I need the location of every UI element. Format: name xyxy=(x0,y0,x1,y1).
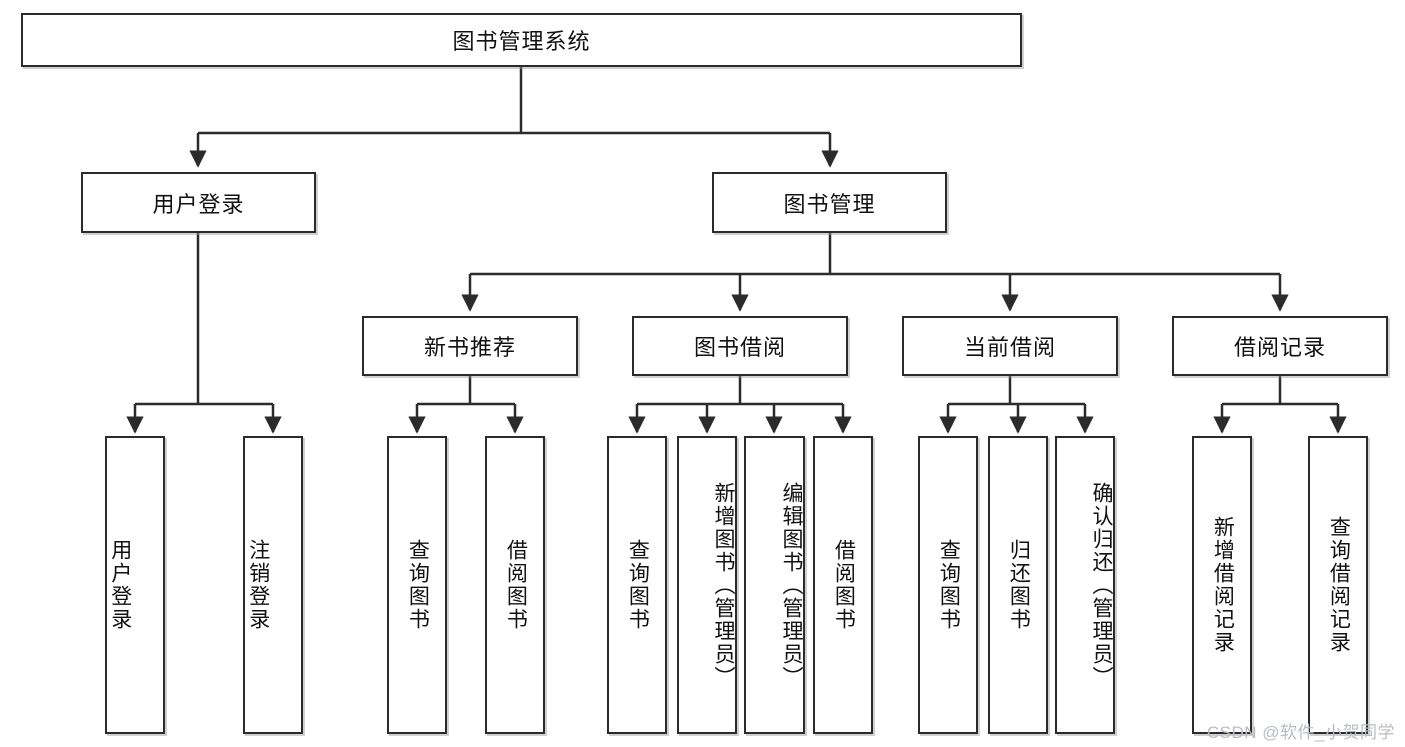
leaf-query-record-label: 查询借阅记录 xyxy=(1327,516,1351,654)
leaf-add-record[interactable]: 新增借阅记录 xyxy=(1192,436,1252,734)
leaf-confirm-return[interactable]: 确认归还（管理员） xyxy=(1055,436,1115,734)
leaf-query-record[interactable]: 查询借阅记录 xyxy=(1308,436,1368,734)
watermark-text: CSDN @软件_小贺同学 xyxy=(1206,723,1395,742)
leaf-query-book-1[interactable]: 查询图书 xyxy=(387,436,447,734)
leaf-edit-book[interactable]: 编辑图书（管理员） xyxy=(744,436,805,734)
node-borrow-record[interactable]: 借阅记录 xyxy=(1172,316,1388,376)
leaf-query-book-1-label: 查询图书 xyxy=(406,539,430,631)
leaf-add-record-label: 新增借阅记录 xyxy=(1211,516,1235,654)
node-book-borrow-label: 图书借阅 xyxy=(693,335,786,360)
leaf-query-book-3[interactable]: 查询图书 xyxy=(918,436,978,734)
node-current-borrow-label: 当前借阅 xyxy=(963,335,1056,360)
leaf-borrow-book-2[interactable]: 借阅图书 xyxy=(813,436,873,734)
node-user-login[interactable]: 用户登录 xyxy=(81,172,316,233)
node-book-management[interactable]: 图书管理 xyxy=(712,172,947,233)
node-new-book-recommend[interactable]: 新书推荐 xyxy=(362,316,578,376)
leaf-add-book[interactable]: 新增图书（管理员） xyxy=(677,436,737,734)
leaf-user-login-label: 用户登录 xyxy=(108,539,132,631)
node-user-login-label: 用户登录 xyxy=(152,191,245,217)
leaf-borrow-book-2-label: 借阅图书 xyxy=(832,539,856,631)
leaf-user-logout[interactable]: 注销登录 xyxy=(243,436,303,734)
node-borrow-record-label: 借阅记录 xyxy=(1233,335,1326,360)
leaf-add-book-label: 新增图书（管理员） xyxy=(712,481,735,689)
node-current-borrow[interactable]: 当前借阅 xyxy=(902,316,1118,376)
leaf-return-book[interactable]: 归还图书 xyxy=(988,436,1048,734)
node-book-management-label: 图书管理 xyxy=(783,191,876,217)
leaf-query-book-3-label: 查询图书 xyxy=(937,539,961,631)
leaf-query-book-2[interactable]: 查询图书 xyxy=(607,436,667,734)
leaf-edit-book-label: 编辑图书（管理员） xyxy=(780,481,803,689)
leaf-borrow-book-1-label: 借阅图书 xyxy=(504,539,528,631)
leaf-confirm-return-label: 确认归还（管理员） xyxy=(1090,481,1113,689)
leaf-borrow-book-1[interactable]: 借阅图书 xyxy=(485,436,545,734)
leaf-query-book-2-label: 查询图书 xyxy=(626,539,650,631)
node-root-label: 图书管理系统 xyxy=(452,29,591,54)
node-book-borrow[interactable]: 图书借阅 xyxy=(632,316,848,376)
leaf-return-book-label: 归还图书 xyxy=(1007,539,1031,631)
node-root[interactable]: 图书管理系统 xyxy=(21,13,1022,67)
node-new-book-recommend-label: 新书推荐 xyxy=(423,335,516,360)
leaf-user-login[interactable]: 用户登录 xyxy=(105,436,165,734)
leaf-user-logout-label: 注销登录 xyxy=(246,539,270,631)
